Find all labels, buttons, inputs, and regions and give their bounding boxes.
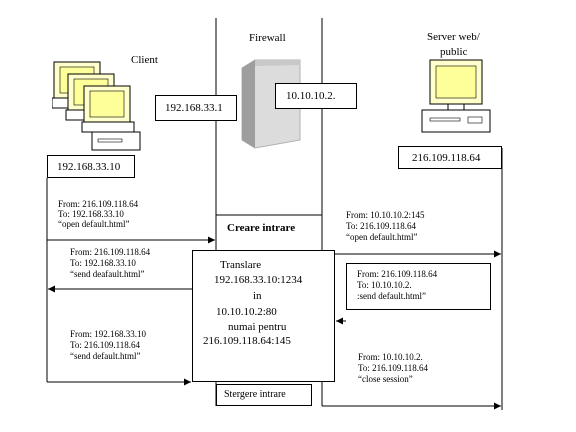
server-ip-box: 216.109.118.64 (398, 146, 502, 169)
translation-line2: in (253, 290, 262, 302)
server-computer-icon (420, 58, 494, 140)
translation-line3: 10.10.10.2:80 (216, 306, 277, 318)
client-ip-box: 192.168.33.10 (47, 155, 135, 178)
msg2-from: From: 10.10.10.2:145 (346, 210, 425, 220)
msg1-to: To: 192.168.33.10 (58, 209, 124, 219)
server-ip: 216.109.118.64 (412, 152, 481, 164)
server-label-line1: Server web/ (427, 31, 480, 43)
firewall-wall-icon (241, 59, 301, 149)
firewall-internal-ip-box: 192.168.33.1 (155, 95, 237, 121)
msg2-body: “open default.html” (346, 232, 418, 242)
msg6-body: “close session” (358, 374, 413, 384)
msg4-to: To: 10.10.10.2. (357, 280, 412, 290)
translation-title: Translare (220, 259, 262, 271)
msg5-from: From: 192.168.33.10 (70, 329, 147, 339)
msg4-box: From: 216.109.118.64 To: 10.10.10.2. :se… (346, 263, 491, 310)
msg3-from: From: 216.109.118.64 (70, 247, 151, 257)
server-label-line2: public (440, 46, 468, 58)
msg3-to: To: 192.168.33.10 (70, 258, 136, 268)
client-label: Client (131, 54, 158, 66)
translation-line5: 216.109.118.64:145 (203, 335, 291, 347)
msg4-from: From: 216.109.118.64 (357, 269, 438, 279)
msg6-from: From: 10.10.10.2. (358, 352, 423, 362)
stergere-intrare-label: Stergere intrare (224, 389, 286, 400)
translation-box: Translare 192.168.33.10:1234 in 10.10.10… (192, 250, 335, 382)
client-ip: 192.168.33.10 (57, 161, 121, 173)
firewall-external-ip-box: 10.10.10.2. (275, 83, 357, 109)
computer-icon (81, 85, 141, 151)
translation-line4: numai pentru (228, 321, 287, 333)
firewall-external-ip: 10.10.10.2. (286, 90, 336, 102)
firewall-internal-ip: 192.168.33.1 (165, 102, 223, 114)
client-computers-icon (52, 60, 147, 155)
msg4-body: :send default.html” (357, 291, 426, 301)
creare-intrare-label: Creare intrare (227, 222, 296, 234)
msg5-body: “send default.html” (70, 351, 141, 361)
firewall-label: Firewall (249, 32, 286, 44)
msg1-from: From: 216.109.118.64 (58, 199, 139, 209)
msg6-to: To: 216.109.118.64 (358, 363, 429, 373)
msg1-body: “open default.html” (58, 219, 130, 229)
msg5-to: To: 216.109.118.64 (70, 340, 141, 350)
stergere-intrare-box: Stergere intrare (216, 384, 312, 406)
msg3-body: “send deafault.html” (70, 269, 145, 279)
translation-line1: 192.168.33.10:1234 (214, 274, 303, 286)
msg2-to: To: 216.109.118.64 (346, 221, 417, 231)
